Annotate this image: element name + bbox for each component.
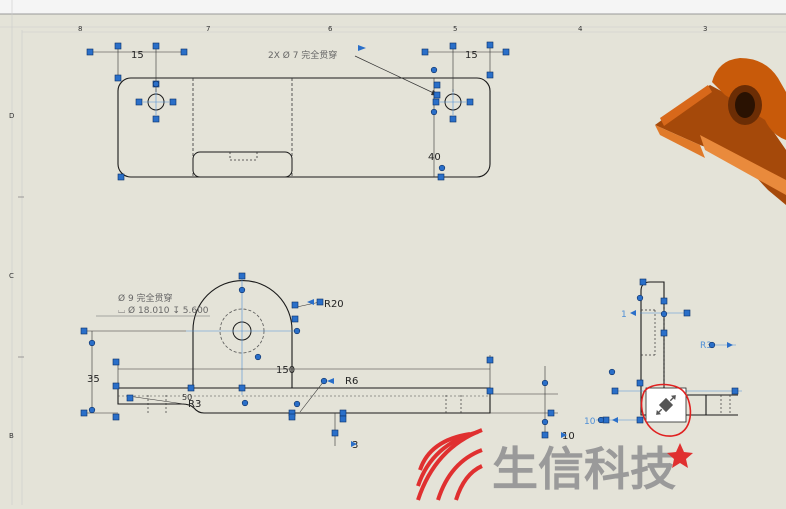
base-plate-outline[interactable] [117,387,491,414]
hole-callout-line2[interactable]: ⌴ Ø 18.010 ↧ 5.600 [118,305,209,316]
dimension-r20[interactable]: R20 [324,299,344,310]
red-circle-highlight [640,383,692,437]
zone-label-left: C [9,272,14,280]
dimension-15-left[interactable]: 15 [131,50,144,61]
dimension-15-right[interactable]: 15 [465,50,478,61]
hole-callout-top[interactable]: 2X Ø 7 完全贯穿 [268,49,337,61]
dimension-property-box[interactable] [645,387,687,423]
side-view-outline[interactable] [640,281,707,416]
zone-label-top: 4 [578,25,583,33]
isometric-model[interactable] [655,58,786,205]
dimension-r6[interactable]: R6 [345,376,358,387]
logo-star [667,443,693,468]
zone-label-left: D [9,112,14,120]
arrow-heads [307,45,733,447]
dimension-r3-side[interactable]: R3 [700,341,712,351]
zone-label-top: 7 [206,25,210,33]
dimension-40[interactable]: 40 [428,152,441,163]
hole-callout-line1[interactable]: Ø 9 完全贯穿 [118,292,173,304]
dimension-3[interactable]: 3 [352,440,358,451]
dimension-10-side[interactable]: 10 [584,417,596,427]
boss-outline[interactable] [192,280,293,388]
top-view[interactable]: 15 15 2X Ø 7 完全贯穿 40 [90,46,506,178]
top-ruler [0,0,786,14]
zone-label-top: 3 [703,25,707,33]
dimension-50-partial: 50 [182,393,192,402]
front-view[interactable]: 150 35 R20 R6 50 R3 3 10 Ø 9 完全贯穿 ⌴ Ø 18… [84,275,575,451]
dimension-10-right[interactable]: 10 [562,431,575,442]
watermark-text: 生信科技 [492,442,676,496]
zone-label-left: B [9,432,14,440]
zone-label-top: 5 [453,25,457,33]
dimension-35[interactable]: 35 [87,374,100,385]
dimension-150[interactable]: 150 [276,365,295,376]
zone-label-top: 8 [78,25,82,33]
side-view[interactable]: 1 R3 10 [584,281,742,437]
zone-label-top: 6 [328,25,333,33]
dimension-icon[interactable] [653,392,680,419]
top-view-outline[interactable] [117,77,491,178]
drag-handles[interactable] [80,41,739,439]
dimension-dots[interactable] [88,66,716,426]
dimension-1[interactable]: 1 [621,310,627,320]
logo-mark [416,428,483,501]
dimension-r3[interactable]: R3 [188,399,201,410]
watermark-logo: 生信科技 [416,428,693,501]
